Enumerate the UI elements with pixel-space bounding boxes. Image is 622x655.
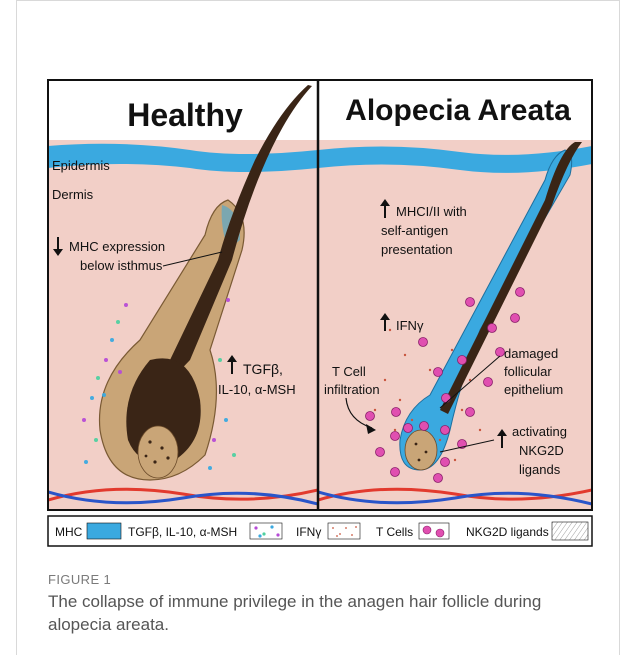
mhc-right-line1: MHCI/II with: [396, 204, 467, 219]
legend-tgf-swatch: [250, 523, 282, 539]
alopecia-title: Alopecia Areata: [345, 94, 571, 127]
ifn-label: IFNγ: [396, 318, 424, 333]
nkg-label-line2: NKG2D: [519, 443, 564, 458]
nkg-label-line3: ligands: [519, 462, 561, 477]
legend: MHC TGFβ, IL-10, α-MSH IFNγ T Cells NKG2…: [48, 516, 592, 546]
figure-caption: The collapse of immune privilege in the …: [48, 590, 568, 636]
nkg-label-line1: activating: [512, 424, 567, 439]
healthy-title: Healthy: [127, 97, 243, 133]
dermis-label: Dermis: [52, 187, 94, 202]
tgf-label-line2: IL-10, α-MSH: [218, 382, 296, 397]
figure-diagram: Healthy Alopecia Areata Epidermis Dermis…: [0, 0, 622, 560]
legend-tgf-label: TGFβ, IL-10, α-MSH: [128, 525, 237, 539]
healthy-dermal-papilla: [138, 426, 178, 478]
mhc-right-line3: presentation: [381, 242, 453, 257]
tgf-label-line1: TGFβ,: [243, 361, 283, 377]
tcell-label-line1: T Cell: [332, 364, 366, 379]
epidermis-label: Epidermis: [52, 158, 110, 173]
figure-label: FIGURE 1: [48, 572, 111, 587]
legend-mhc-swatch: [87, 523, 121, 539]
mhc-label-line2: below isthmus: [80, 258, 163, 273]
damaged-label-line2: follicular: [504, 364, 552, 379]
tcell-label-line2: infiltration: [324, 382, 380, 397]
mhc-right-line2: self-antigen: [381, 223, 448, 238]
mhc-label-line1: MHC expression: [69, 239, 165, 254]
legend-tcells-label: T Cells: [376, 525, 413, 539]
damaged-label-line3: epithelium: [504, 382, 563, 397]
legend-ifn-swatch: [328, 523, 360, 539]
legend-nkg2d-swatch: [552, 522, 588, 540]
healthy-panel: [48, 80, 318, 510]
legend-ifn-label: IFNγ: [296, 525, 321, 539]
damaged-label-line1: damaged: [504, 346, 558, 361]
legend-mhc-label: MHC: [55, 525, 83, 539]
legend-nkg2d-label: NKG2D ligands: [466, 525, 549, 539]
